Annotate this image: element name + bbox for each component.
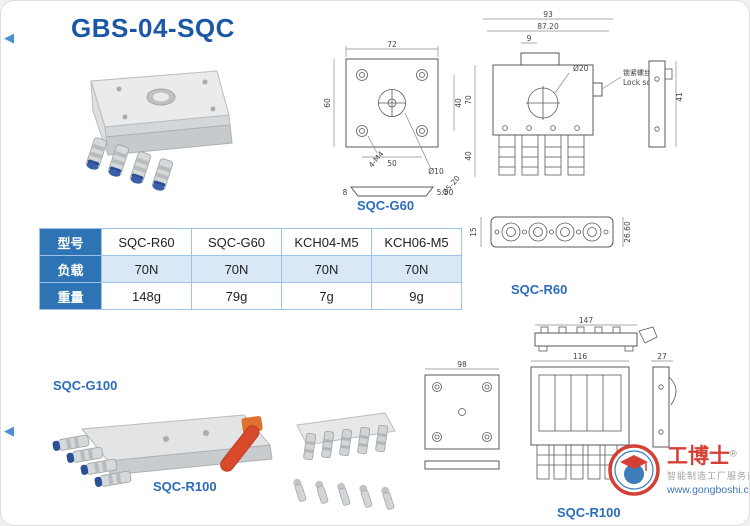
label-sqc-g100: SQC-G100 xyxy=(53,378,118,393)
lock-screw-label-en: Lock screw xyxy=(623,78,664,87)
dim-label: 50 xyxy=(387,159,397,168)
weight-cell: 9g xyxy=(371,282,462,310)
dim-label: 60 xyxy=(323,98,332,108)
sqc-r60-drawing: 93 87.20 9 Ø20 70 40 锁紧螺丝 Lock screw xyxy=(464,10,684,248)
dim-label: 93 xyxy=(543,10,553,19)
dim-label: 87.20 xyxy=(537,22,559,31)
table-row-model: 型号 SQC-R60 SQC-G60 KCH04-M5 KCH06-M5 xyxy=(39,228,462,256)
gongboshi-logo: 工博士® 智能制造工厂服务商 www.gongboshi.com xyxy=(607,443,750,497)
weight-cell: 79g xyxy=(191,282,282,310)
dim-label: 40 xyxy=(454,98,463,108)
logo-brand: 工博士 xyxy=(667,444,730,468)
registered-mark: ® xyxy=(730,448,737,459)
dim-label: 41 xyxy=(675,92,684,102)
page-title: GBS-04-SQC xyxy=(71,13,235,43)
dim-label: 98 xyxy=(457,360,467,369)
dim-label: 9 xyxy=(527,34,532,43)
load-cell: 70N xyxy=(371,255,462,283)
logo-url[interactable]: www.gongboshi.com xyxy=(667,483,749,496)
dim-label: 5.50 xyxy=(437,188,454,197)
product-photo-sqc-r100-connectors xyxy=(293,412,396,510)
dim-label: 4-M4 xyxy=(367,149,386,169)
lock-screw-label-cn: 锁紧螺丝 xyxy=(623,68,651,77)
spec-table: 型号 SQC-R60 SQC-G60 KCH04-M5 KCH06-M5 负载 … xyxy=(39,228,462,310)
dim-label: 40 xyxy=(464,151,473,161)
logo-tagline: 智能制造工厂服务商 xyxy=(667,470,750,481)
dim-label: Ø10 xyxy=(428,167,444,176)
row-header-load: 负载 xyxy=(39,255,102,283)
row-header-model: 型号 xyxy=(39,228,102,256)
sqc-r100-drawing: 147 98 116 xyxy=(424,317,677,480)
product-photo-sqc-g100 xyxy=(51,414,273,489)
dim-label: 8 xyxy=(343,188,348,197)
dim-label: Ø20 xyxy=(573,64,589,73)
dim-label: 116 xyxy=(573,352,588,361)
table-row-weight: 重量 148g 79g 7g 9g xyxy=(39,282,462,310)
model-cell: KCH04-M5 xyxy=(281,228,372,256)
gongboshi-emblem-icon xyxy=(608,444,660,496)
lock-screw xyxy=(592,82,603,97)
model-cell: SQC-R60 xyxy=(101,228,192,256)
weight-cell: 7g xyxy=(281,282,372,310)
load-cell: 70N xyxy=(191,255,282,283)
label-sqc-r60: SQC-R60 xyxy=(511,282,568,297)
model-cell: SQC-G60 xyxy=(191,228,282,256)
dim-label: 147 xyxy=(579,317,594,325)
carousel-prev-bottom-icon[interactable]: ◀ xyxy=(4,423,14,438)
carousel-prev-top-icon[interactable]: ◀ xyxy=(4,30,14,45)
dim-label: 70 xyxy=(464,95,473,105)
product-photo-gbs04 xyxy=(84,70,233,193)
dim-label: 72 xyxy=(387,40,397,49)
dim-label: 15 xyxy=(469,227,478,237)
label-sqc-r100-photo: SQC-R100 xyxy=(153,479,217,494)
load-cell: 70N xyxy=(281,255,372,283)
load-cell: 70N xyxy=(101,255,192,283)
dim-label: 27 xyxy=(657,352,667,361)
row-header-weight: 重量 xyxy=(39,282,102,310)
label-sqc-g60: SQC-G60 xyxy=(357,198,415,213)
label-sqc-r100-drawing: SQC-R100 xyxy=(557,505,621,520)
dim-label: 26.60 xyxy=(623,221,632,243)
sqc-g60-drawing: 72 60 40 50 4-M4 Ø10 Ø5-20 8 5.50 xyxy=(323,40,463,197)
table-row-load: 负载 70N 70N 70N 70N xyxy=(39,255,462,283)
weight-cell: 148g xyxy=(101,282,192,310)
model-cell: KCH06-M5 xyxy=(371,228,462,256)
